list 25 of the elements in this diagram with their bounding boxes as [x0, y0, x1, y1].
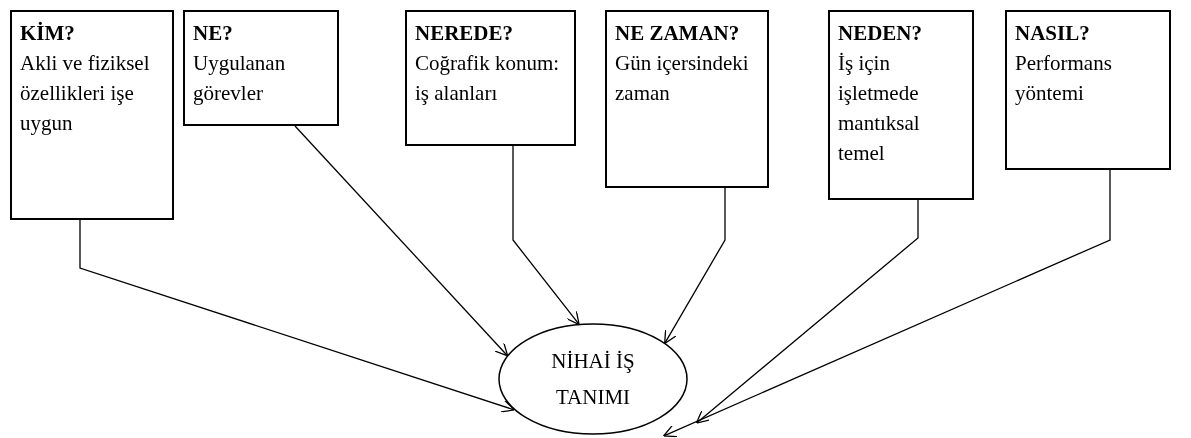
question-box: [605, 10, 769, 188]
question-heading: NASIL?: [1015, 20, 1091, 47]
question-answer: Uygulanan görevler: [193, 50, 287, 107]
arrow: [79, 219, 515, 413]
question-answer: İş için işletmede mantıksal temel: [838, 50, 921, 167]
question-box: [828, 10, 974, 200]
question-answer: Gün içersindeki zaman: [615, 50, 750, 107]
question-box: [405, 10, 576, 146]
arrow: [695, 199, 919, 424]
question-answer: Performans yöntemi: [1015, 50, 1113, 107]
question-box: [183, 10, 339, 126]
result-label: NİHAİ İŞ TANIMI: [550, 348, 636, 411]
question-heading: KİM?: [20, 20, 76, 47]
question-answer: Coğrafik konum: iş alanları: [415, 50, 561, 107]
arrow: [662, 169, 1111, 438]
question-heading: NE?: [193, 20, 234, 47]
arrow: [512, 145, 580, 326]
question-answer: Akli ve fiziksel özellikleri işe uygun: [20, 50, 151, 137]
question-heading: NEDEN?: [838, 20, 923, 47]
question-box: [1005, 10, 1171, 170]
question-heading: NEREDE?: [415, 20, 515, 47]
arrow: [664, 187, 726, 345]
arrow: [294, 125, 509, 357]
question-heading: NE ZAMAN?: [615, 20, 741, 47]
question-box: [10, 10, 174, 220]
